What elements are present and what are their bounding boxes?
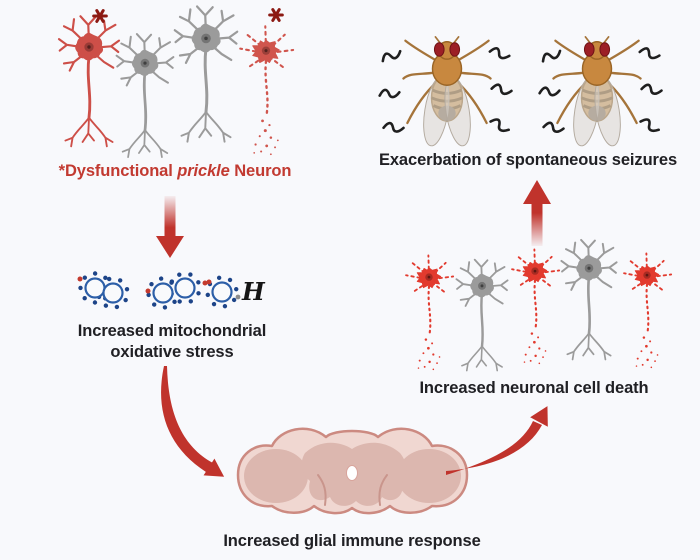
- hydroxyl-h-symbol: H: [241, 277, 266, 306]
- seizures-label: Exacerbation of spontaneous seizures: [378, 151, 678, 169]
- prickle-label-suffix: Neuron: [229, 162, 292, 180]
- asterisk-icon: [91, 7, 109, 25]
- glial-response-label: Increased glial immune response: [223, 532, 481, 550]
- prickle-neuron-label: *Dysfunctional prickle Neuron: [20, 161, 330, 182]
- asterisk-icon: [267, 6, 285, 24]
- degenerating-neuron-icon: [612, 246, 682, 376]
- ros-molecules-icon: H: [77, 271, 266, 310]
- seizure-squiggle-icon: [377, 84, 403, 103]
- degenerating-neuron-icon: [228, 18, 304, 164]
- fly-brain-icon: [236, 427, 469, 515]
- fruit-fly-icon: [552, 34, 642, 152]
- neuronal-death-label: Increased neuronal cell death: [419, 379, 649, 397]
- arrow-up-icon: [523, 180, 551, 246]
- oxidative-stress-label-line1: Increased mitochondrial: [77, 322, 267, 340]
- prickle-gene-name: prickle: [177, 162, 230, 180]
- oxidative-stress-label: Increased mitochondrial oxidative stress: [42, 321, 302, 363]
- seizure-squiggle-icon: [638, 78, 666, 102]
- curved-arrow-right-icon: [446, 406, 548, 475]
- prickle-label-prefix: *Dysfunctional: [58, 162, 178, 180]
- fruit-fly-icon: [402, 34, 492, 152]
- arrow-down-icon: [156, 196, 184, 258]
- seizure-squiggle-icon: [488, 78, 516, 102]
- seizure-squiggle-icon: [537, 82, 563, 102]
- curved-arrow-left-icon: [161, 366, 225, 477]
- oxidative-stress-label-line2: oxidative stress: [110, 343, 234, 361]
